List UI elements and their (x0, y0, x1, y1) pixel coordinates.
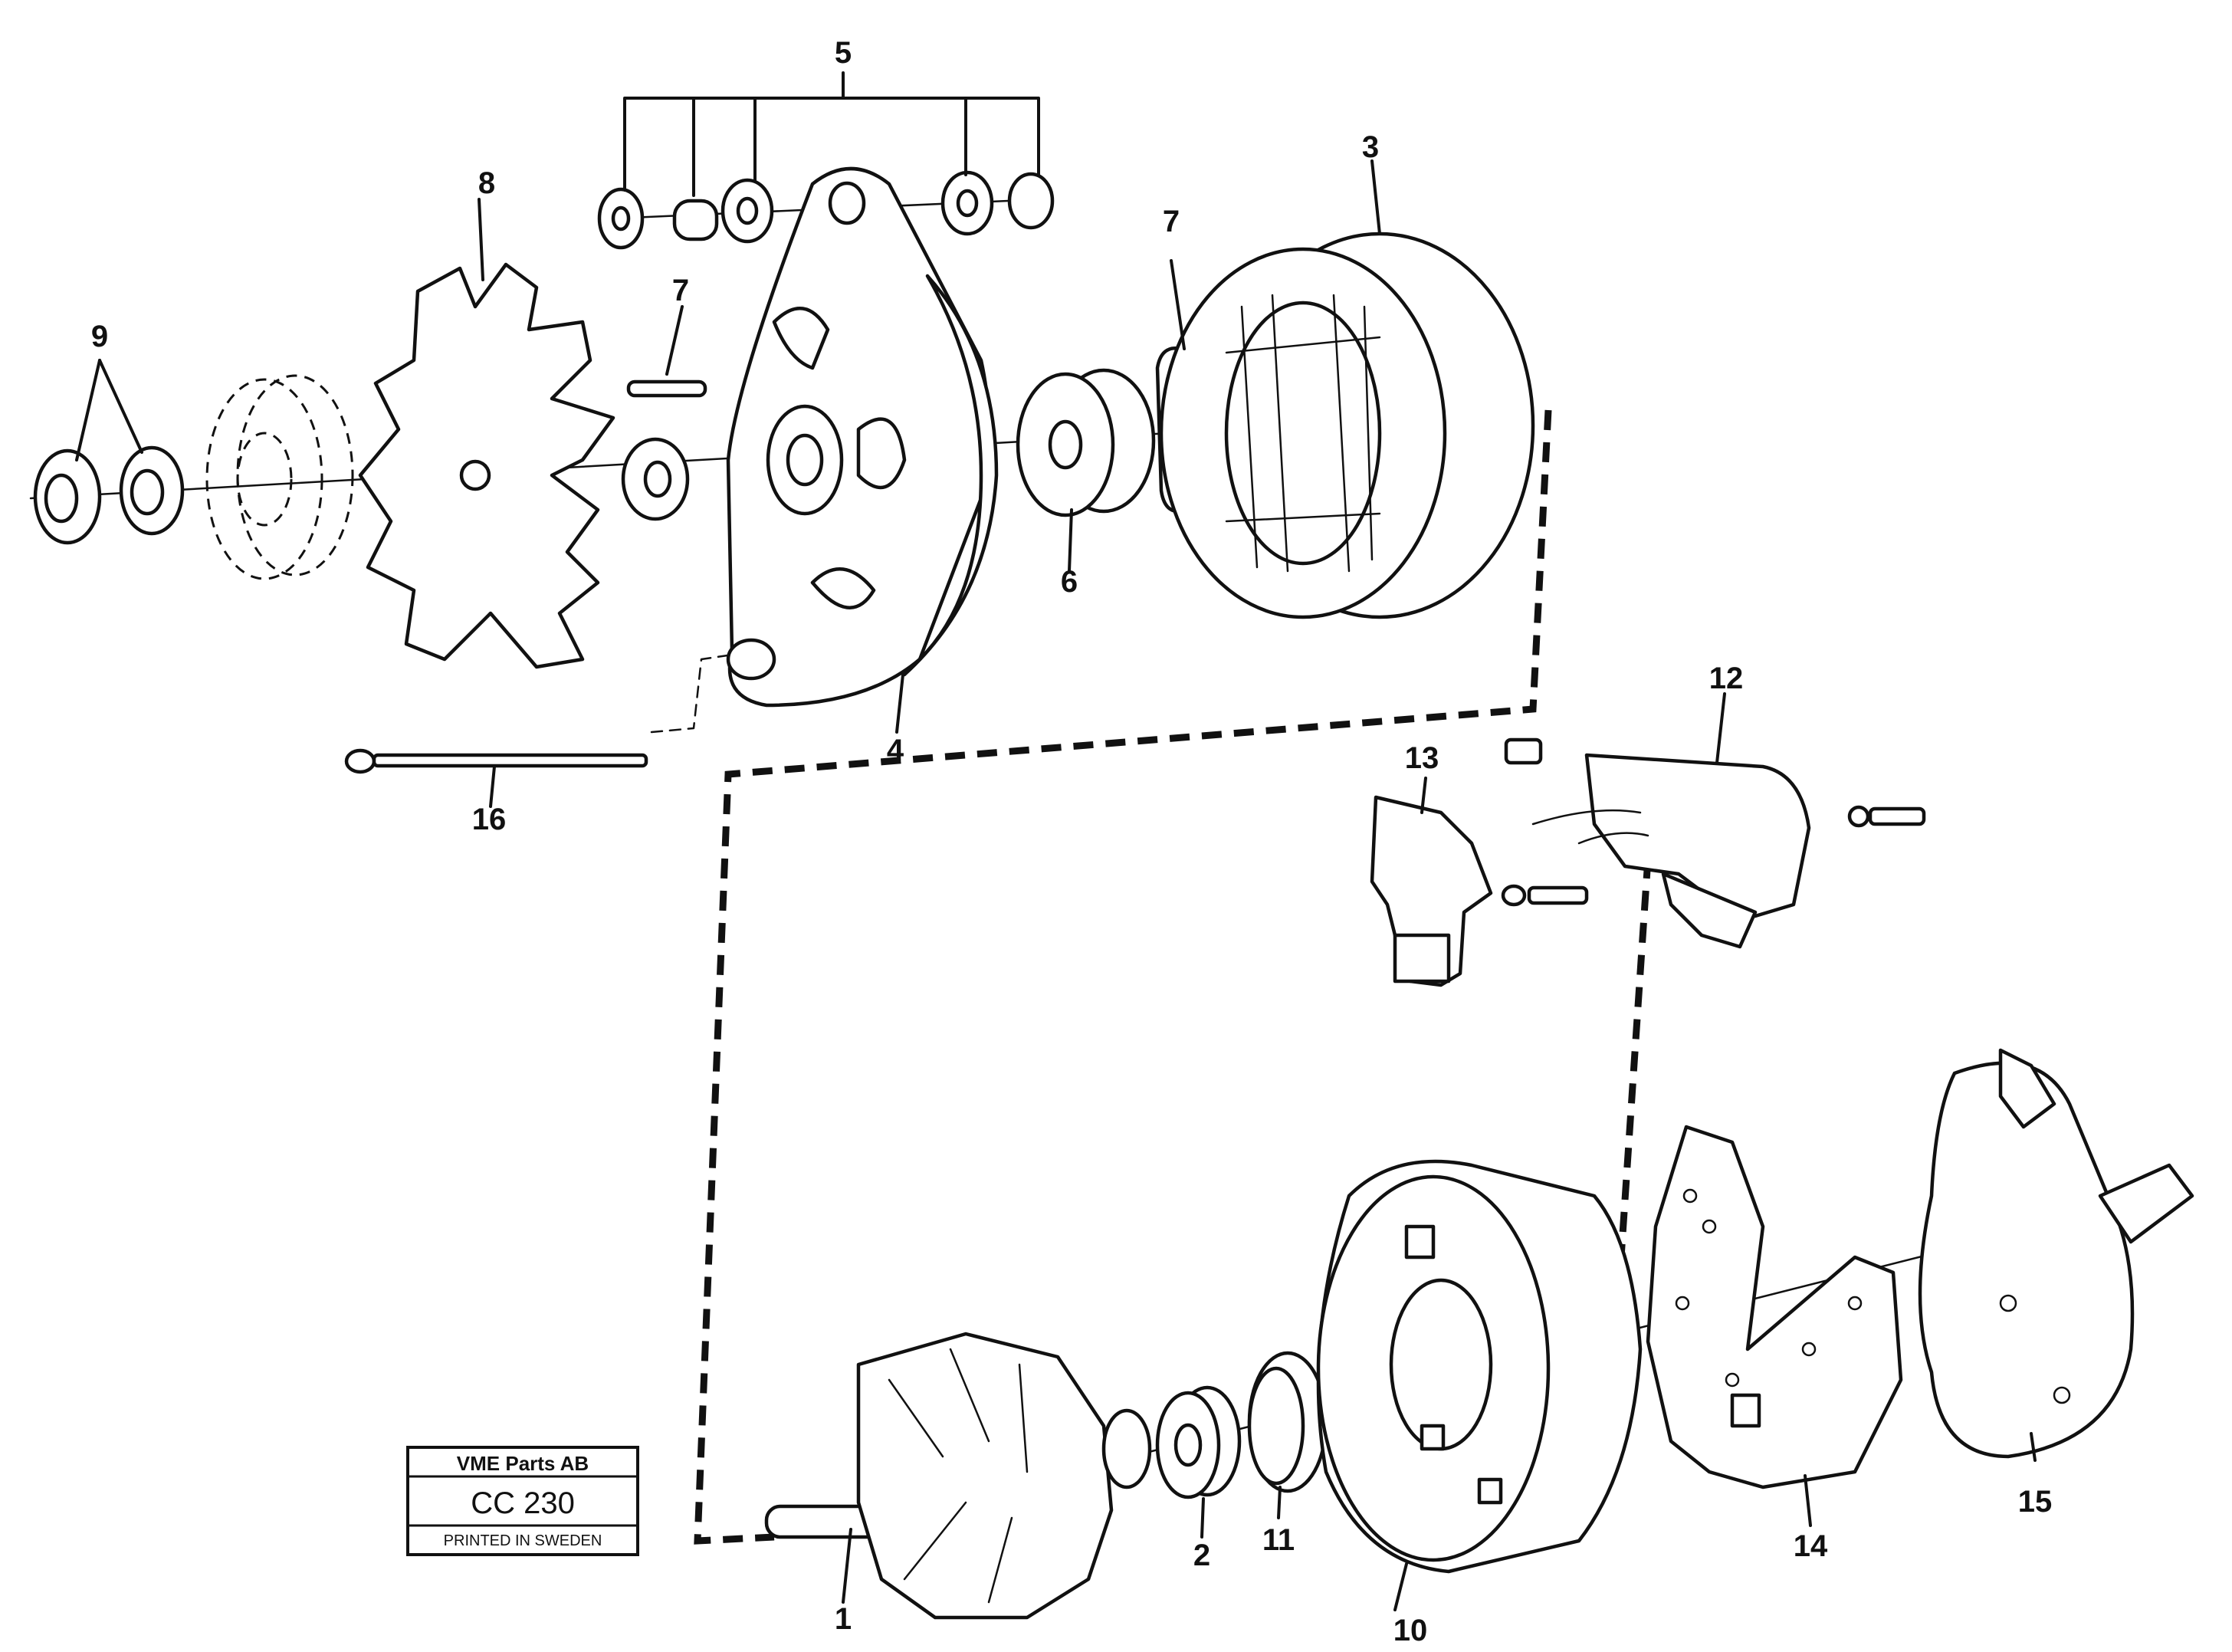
part-13-brush-holder (1370, 795, 1589, 987)
part-10-housing (1316, 1159, 1643, 1574)
part-6-bearing (1016, 368, 1156, 517)
label-part-13: 13 (1405, 741, 1439, 775)
label-part-2: 2 (1193, 1539, 1210, 1572)
stamp-code: CC 230 (471, 1486, 575, 1520)
part-2-bearing (1155, 1385, 1242, 1499)
label-part-8: 8 (478, 166, 495, 200)
part-7-screw (621, 379, 707, 521)
stamp-company: VME Parts AB (457, 1452, 589, 1475)
part-9-nut-washer (33, 445, 185, 545)
part-15-cover (1918, 1048, 2194, 1459)
label-part-5: 5 (835, 36, 852, 70)
label-part-6: 6 (1061, 565, 1078, 599)
part-11-ring (1247, 1351, 1328, 1493)
label-part-3: 3 (1362, 130, 1379, 164)
part-labels: 5 3 8 7 7 9 6 4 16 12 13 15 14 2 11 1 10 (91, 36, 2052, 1647)
part-12-regulator (1504, 737, 1926, 949)
label-part-1: 1 (835, 1602, 852, 1636)
part-14-rectifier (1646, 1125, 1903, 1489)
stamp-printed: PRINTED IN SWEDEN (444, 1532, 602, 1549)
label-part-10: 10 (1393, 1614, 1428, 1647)
leader-lines (75, 159, 2037, 1611)
part-16-bolt (344, 748, 648, 774)
publisher-stamp: VME Parts AB CC 230 PRINTED IN SWEDEN (406, 1446, 639, 1556)
label-part-7-right: 7 (1163, 205, 1180, 238)
part-1-rotor (764, 1332, 1152, 1620)
label-part-12: 12 (1709, 662, 1744, 695)
part-3-stator (1159, 232, 1535, 619)
label-part-11: 11 (1262, 1523, 1295, 1557)
part-8-fan (358, 262, 615, 669)
pulley-outline (205, 374, 354, 580)
part-4-drive-end-bracket (726, 166, 999, 708)
label-part-9: 9 (91, 320, 108, 353)
label-part-16: 16 (472, 803, 507, 836)
label-part-7-left: 7 (672, 274, 689, 307)
label-part-14: 14 (1794, 1529, 1828, 1563)
label-part-4: 4 (887, 734, 904, 767)
label-part-15: 15 (2018, 1485, 2053, 1519)
part-5-fasteners (597, 71, 1055, 250)
